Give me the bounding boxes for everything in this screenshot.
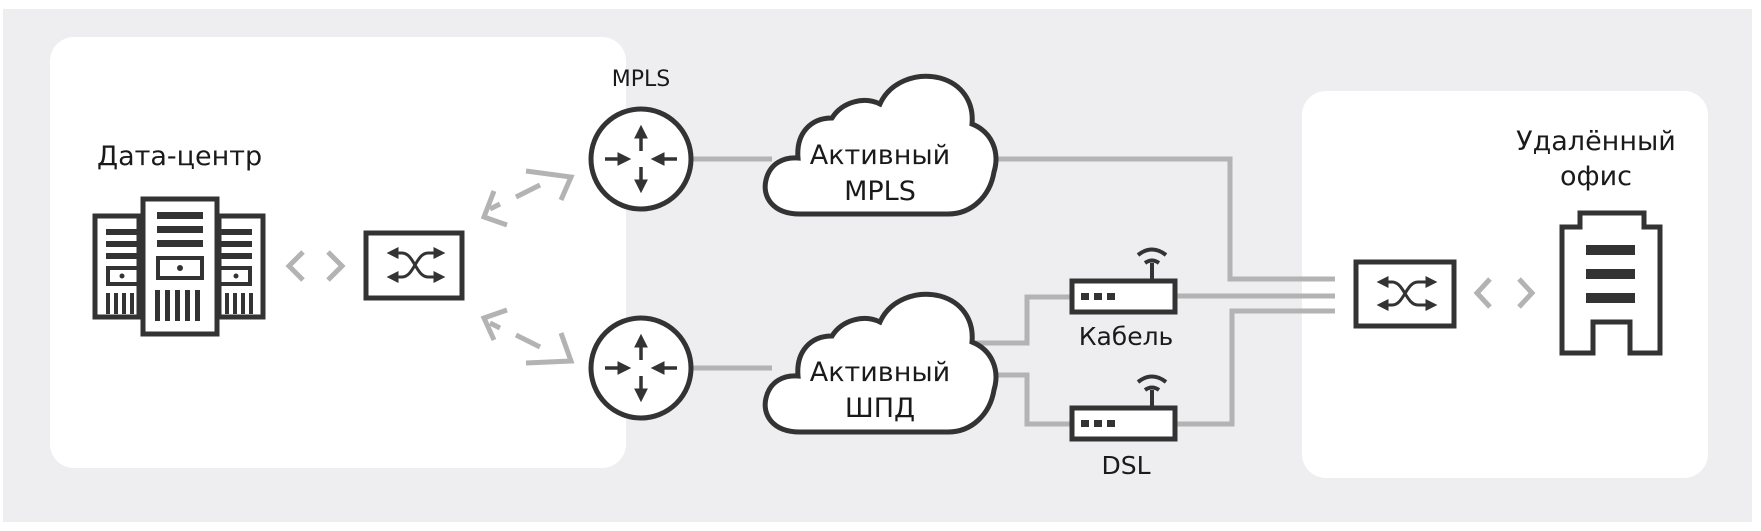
remote-office-line2: офис <box>1560 161 1632 192</box>
connectors <box>691 156 1335 427</box>
datacenter-switch-icon <box>363 230 465 301</box>
wifi-modem-icon <box>1069 374 1178 442</box>
modem-dsl-label: DSL <box>1101 451 1150 480</box>
link-mpls-cloud-remote <box>993 156 1335 282</box>
wifi-modem-icon <box>1069 247 1178 315</box>
mpls-label: MPLS <box>612 67 670 92</box>
remote-office-card <box>1302 91 1708 478</box>
remote-office-line1: Удалённый <box>1516 126 1676 157</box>
cloud-icon <box>762 73 999 217</box>
cloud-active-mpls[interactable]: Активный MPLS <box>762 73 999 217</box>
dashed-arrow-to-broadband-router <box>480 307 575 366</box>
broadband-router-icon[interactable] <box>588 315 694 421</box>
mpls-router-icon[interactable] <box>588 106 694 212</box>
dashed-arrow-to-mpls-router <box>480 168 575 228</box>
remote-switch-icon[interactable] <box>1353 259 1457 329</box>
cloud-mpls-line1: Активный <box>810 140 950 171</box>
cloud-icon <box>762 291 999 435</box>
bidirectional-chevrons-icon <box>285 250 346 282</box>
datacenter-card <box>50 37 626 468</box>
bidirectional-chevrons-icon <box>1473 277 1536 309</box>
office-building-icon <box>1559 210 1663 356</box>
cloud-broadband-line2: ШПД <box>845 393 915 424</box>
cloud-active-broadband[interactable]: Активный ШПД <box>762 291 999 435</box>
modem-dsl[interactable]: DSL <box>1069 374 1178 481</box>
modem-cable-label: Кабель <box>1079 322 1174 351</box>
datacenter-label: Дата-центр <box>97 141 262 172</box>
link-dsl-remote <box>1176 308 1335 427</box>
cloud-broadband-line1: Активный <box>810 357 950 388</box>
server-rack-icon <box>92 196 266 337</box>
modem-cable[interactable]: Кабель <box>1069 247 1178 352</box>
link-bb-cloud-cable <box>956 294 1072 346</box>
cloud-mpls-line2: MPLS <box>844 176 916 207</box>
link-bb-cloud-dsl <box>990 372 1072 427</box>
